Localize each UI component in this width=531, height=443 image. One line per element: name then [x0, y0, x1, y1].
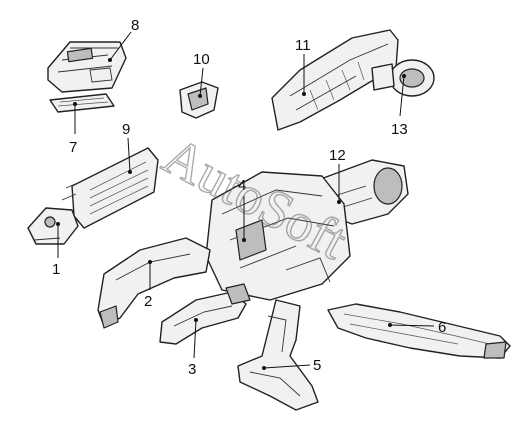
callout-4: 4 [238, 177, 246, 194]
part-1-resistor-module [27, 207, 79, 245]
leader-dot-11 [302, 92, 306, 96]
callout-1: 1 [52, 261, 60, 278]
callout-10: 10 [193, 51, 210, 68]
callout-8: 8 [131, 17, 139, 34]
callout-7: 7 [69, 139, 77, 156]
part-13-blower-motor [371, 59, 435, 97]
callout-6: 6 [438, 319, 446, 336]
leader-3 [193, 319, 197, 359]
leader-dot-7 [73, 102, 77, 106]
leader-dot-5 [262, 366, 266, 370]
part-2-floor-duct [97, 237, 211, 329]
callout-labels: 1 2 3 4 5 6 7 8 9 10 11 12 13 [52, 17, 446, 378]
callout-12: 12 [329, 147, 346, 164]
leader-dot-1 [56, 222, 60, 226]
part-9-heater-core [61, 147, 159, 229]
leader-5 [263, 364, 311, 369]
leader-dot-9 [128, 170, 132, 174]
leader-8 [109, 31, 132, 61]
callout-9: 9 [122, 121, 130, 138]
callout-11: 11 [295, 37, 311, 54]
leader-9 [127, 137, 131, 173]
leader-6 [389, 324, 435, 327]
leader-dot-3 [194, 318, 198, 322]
part-10-bracket [179, 81, 219, 119]
part-3-rear-duct [159, 283, 251, 345]
leader-dot-10 [198, 94, 202, 98]
leader-10 [199, 67, 204, 97]
leader-dot-2 [148, 260, 152, 264]
callout-3: 3 [188, 361, 196, 378]
leader-dot-8 [108, 58, 112, 62]
callout-13: 13 [391, 121, 408, 138]
leader-dot-4 [242, 238, 246, 242]
leader-13 [399, 75, 405, 117]
callout-2: 2 [144, 293, 152, 310]
part-5-center-duct [237, 299, 319, 411]
leader-dot-13 [402, 74, 406, 78]
part-7-filter-pad [49, 93, 115, 113]
part-8-control-module [47, 41, 127, 93]
part-6-side-duct [327, 303, 511, 359]
leader-lines [56, 31, 435, 370]
callout-5: 5 [313, 357, 321, 374]
leader-dot-6 [388, 323, 392, 327]
leader-dot-12 [337, 200, 341, 204]
